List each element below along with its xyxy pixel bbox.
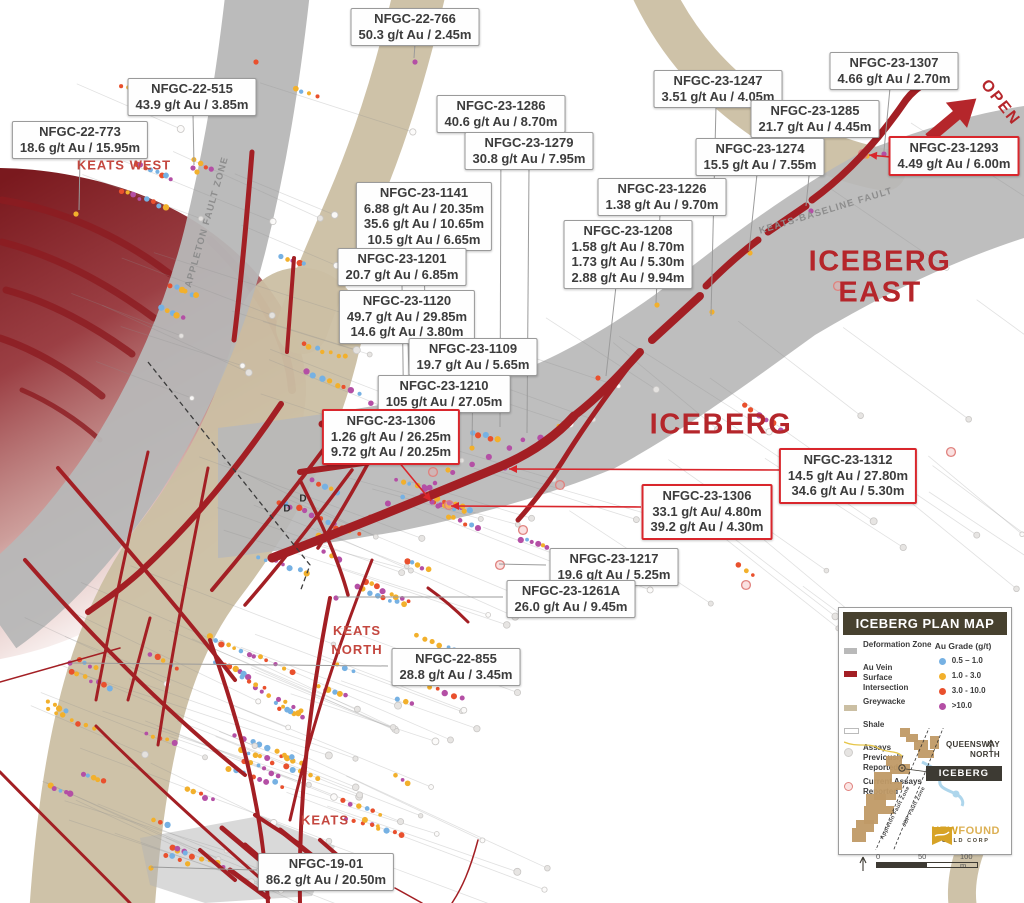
company-logo: NEWFOUND GOLD CORP	[931, 825, 1000, 845]
grade-dot-blue	[938, 657, 946, 665]
north-arrow-icon	[987, 739, 995, 752]
grade-row-4: >10.0	[935, 701, 1006, 711]
scale-bar: 0 50 100 m	[858, 852, 988, 876]
au-grade-title: Au Grade (g/t)	[934, 641, 992, 651]
legend-panel: ICEBERG PLAN MAP Deformation Zone Au Vei…	[838, 607, 1012, 855]
au-vein-swatch	[844, 671, 857, 677]
inset-map-art	[844, 728, 995, 850]
scale-bar-rule	[876, 862, 978, 868]
legend-title: ICEBERG PLAN MAP	[843, 612, 1007, 635]
grade-row-2: 1.0 - 3.0	[935, 671, 1006, 681]
legend-item-greywacke: Greywacke	[844, 697, 935, 716]
previous-assay-swatch	[844, 748, 853, 757]
grade-dot-magenta	[938, 702, 946, 710]
scale-mid: 50	[918, 852, 927, 861]
north-arrow-icon	[859, 856, 867, 871]
dashed-fault-trace	[147, 361, 311, 593]
legend-item-shale: Shale	[844, 720, 935, 739]
newfound-shield-icon	[932, 826, 953, 845]
grade-dot-amber	[938, 672, 946, 680]
open-arrow-icon	[925, 98, 977, 143]
inset-site-label: ICEBERG	[925, 766, 1002, 781]
greywacke-swatch	[844, 705, 857, 711]
legend-item-deformation-zone: Deformation Zone	[844, 640, 935, 659]
grade-dot-red	[938, 687, 946, 695]
grade-row-3: 3.0 - 10.0	[935, 686, 1006, 696]
grade-row-1: 0.5 – 1.0	[935, 656, 1006, 666]
deformation-zone-swatch	[844, 648, 857, 654]
current-assay-swatch	[844, 782, 853, 791]
shale-swatch	[844, 728, 859, 734]
scale-end: 100 m	[960, 852, 973, 870]
scale-start: 0	[876, 852, 881, 861]
